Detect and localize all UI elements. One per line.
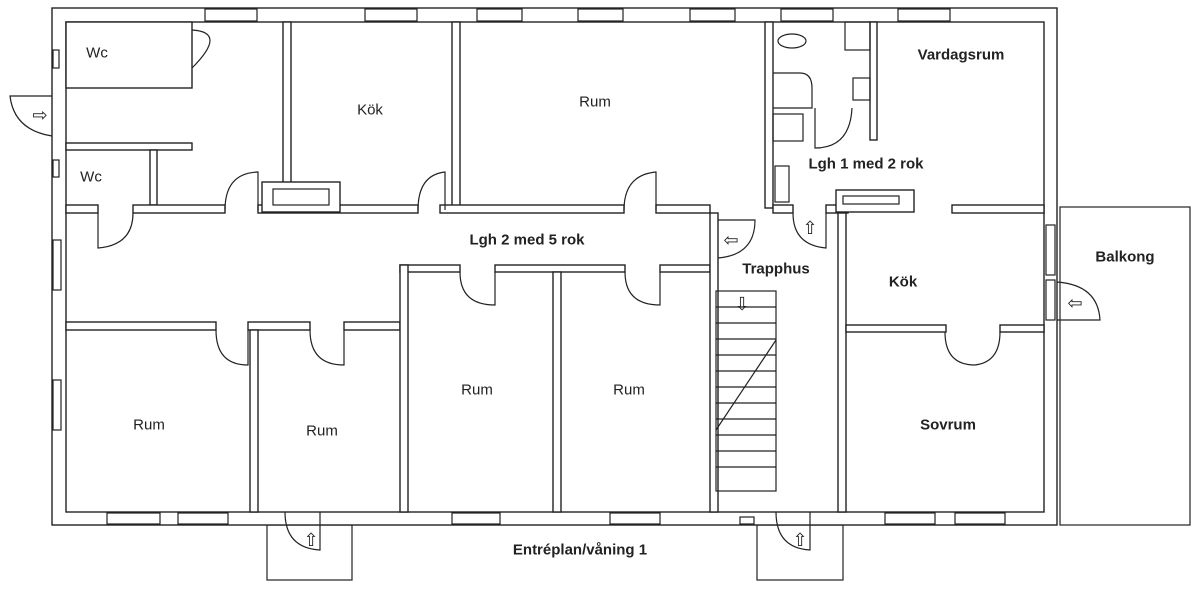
arrow-left-icon: ⇦ bbox=[1067, 293, 1083, 313]
room-label-sovrum: Sovrum bbox=[920, 416, 976, 434]
room-label-rum-3: Rum bbox=[461, 381, 493, 399]
balcony-outline bbox=[1059, 206, 1191, 526]
room-label-rum-4: Rum bbox=[613, 381, 645, 399]
room-label-balkong: Balkong bbox=[1095, 248, 1155, 266]
arrow-up-icon: ⇧ bbox=[792, 530, 808, 550]
arrow-left-icon: ⇦ bbox=[723, 230, 739, 250]
floor-title: Entréplan/våning 1 bbox=[512, 541, 648, 559]
room-label-trapphus: Trapphus bbox=[742, 260, 810, 278]
interior-walls bbox=[65, 21, 1045, 513]
apartment-label-lgh1: Lgh 1 med 2 rok bbox=[808, 155, 924, 173]
arrow-down-icon: ⇩ bbox=[734, 294, 750, 314]
arrow-up-icon: ⇧ bbox=[802, 218, 818, 238]
apartment-label-lgh2: Lgh 2 med 5 rok bbox=[469, 231, 585, 249]
room-label-wc-upper: Wc bbox=[86, 44, 108, 62]
staircase bbox=[715, 290, 777, 492]
room-label-vardagsrum: Vardagsrum bbox=[917, 46, 1005, 64]
room-label-rum-1: Rum bbox=[133, 416, 165, 434]
room-label-wc-lower: Wc bbox=[80, 168, 102, 186]
door-swings bbox=[9, 29, 1101, 551]
room-label-rum-top: Rum bbox=[579, 93, 611, 111]
arrow-right-icon: ⇨ bbox=[32, 105, 48, 125]
windows bbox=[52, 8, 1056, 525]
room-label-kok-right: Kök bbox=[888, 273, 918, 291]
arrow-up-icon: ⇧ bbox=[303, 530, 319, 550]
room-label-rum-2: Rum bbox=[306, 422, 338, 440]
room-label-kok-left: Kök bbox=[357, 101, 383, 119]
